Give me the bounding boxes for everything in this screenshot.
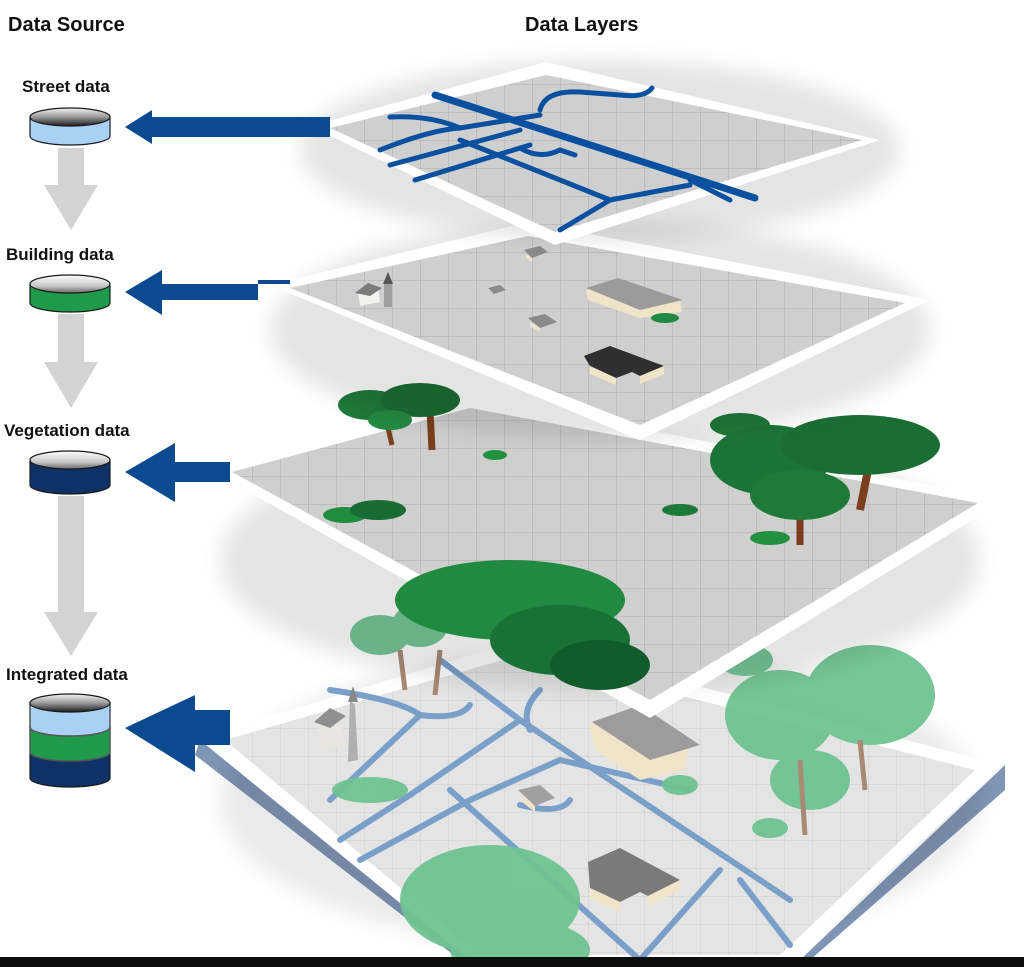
integrated-house-icon <box>590 705 700 780</box>
large-house-icon <box>586 278 683 323</box>
flow-arrow-street-to-building <box>44 148 98 230</box>
church-icon <box>355 272 393 307</box>
vegetation-data-label: Vegetation data <box>4 421 130 440</box>
street-data-label: Street data <box>22 77 110 96</box>
street-arrow-icon <box>125 110 330 144</box>
house-icon-2 <box>488 285 506 294</box>
house-icon-3 <box>528 314 557 332</box>
building-data-cylinder-icon <box>29 274 111 313</box>
data-source-header: Data Source <box>8 14 125 36</box>
integrated-layer <box>195 603 1005 967</box>
integrated-church-icon <box>314 686 358 762</box>
integrated-data-label: Integrated data <box>6 665 128 684</box>
school-icon <box>584 346 664 385</box>
vegetation-data-cylinder-icon <box>29 450 111 495</box>
flow-arrow-building-to-vegetation <box>44 314 98 408</box>
data-layers-header: Data Layers <box>525 14 639 36</box>
flow-arrow-vegetation-to-integrated <box>44 496 98 656</box>
house-icon-1 <box>524 246 548 262</box>
street-network <box>377 85 759 233</box>
integrated-school-icon <box>588 848 680 912</box>
building-arrow-icon <box>125 270 290 315</box>
integrated-data-cylinder-icon <box>29 693 111 788</box>
vegetation-arrow-icon <box>125 443 230 502</box>
street-layer <box>300 60 900 245</box>
integrated-small-house-icon <box>518 785 555 812</box>
integrated-arrow-icon <box>125 695 230 772</box>
building-layer <box>270 220 930 440</box>
street-data-cylinder-icon <box>29 107 111 146</box>
building-data-label: Building data <box>6 245 114 264</box>
bottom-border <box>0 957 1024 967</box>
vegetation-layer <box>210 383 1005 718</box>
integrated-streets <box>327 657 793 963</box>
